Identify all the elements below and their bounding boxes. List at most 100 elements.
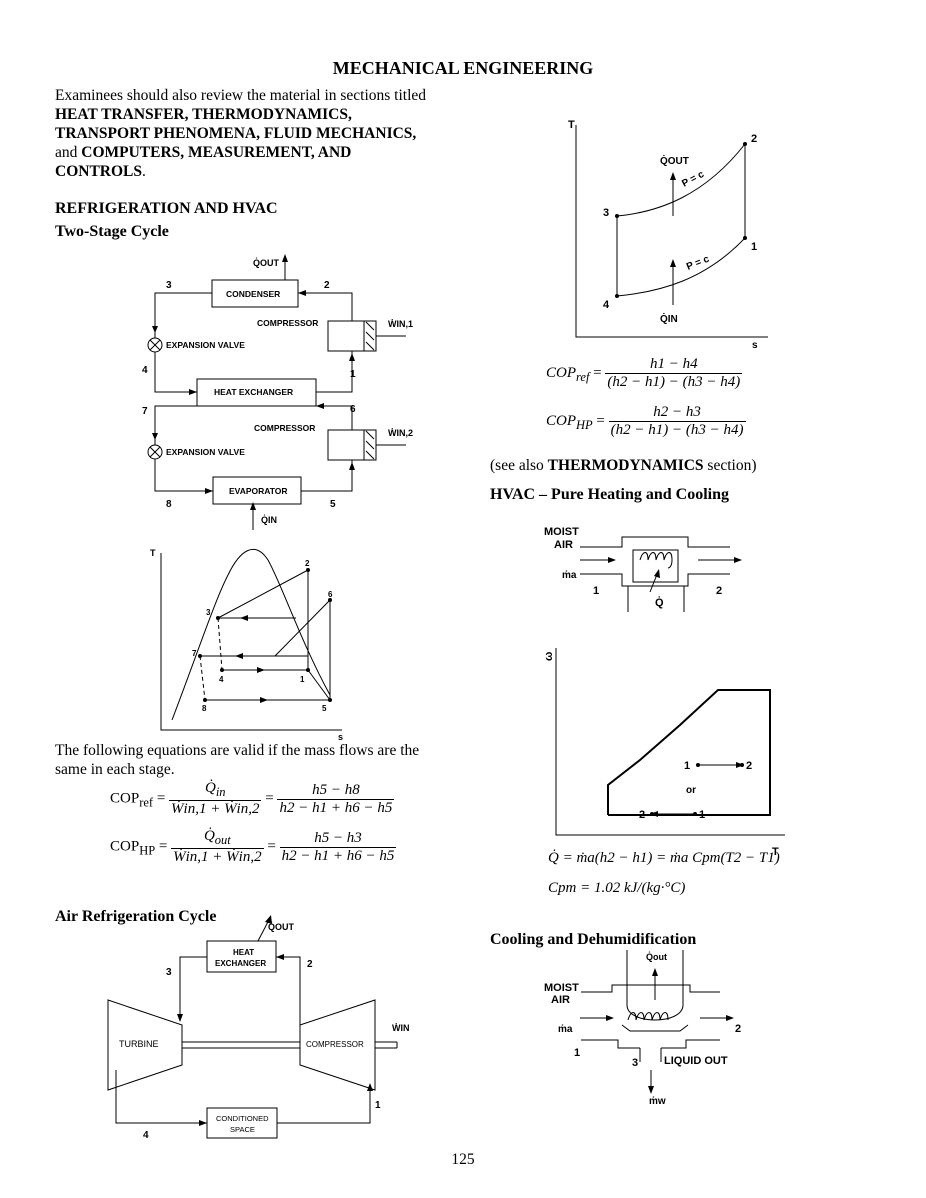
section-air-refrig: Air Refrigeration Cycle xyxy=(55,908,217,925)
cop-hp-label: COP xyxy=(110,838,140,855)
node-4-label: 4 xyxy=(142,365,148,376)
cop-hp-sub: HP xyxy=(139,843,156,858)
w-in-1-label: ẆIN,1 xyxy=(388,319,413,329)
node-5-label: 5 xyxy=(330,499,336,510)
expansion-valve-1-label: EXPANSION VALVE xyxy=(166,340,245,350)
air-hx-label-1: HEAT xyxy=(233,948,254,957)
hvac-moist-label: MOIST xyxy=(544,526,579,538)
cop-ref-right-den: (h2 − h1) − (h3 − h4) xyxy=(605,373,743,390)
intro-line-1: Examinees should also review the materia… xyxy=(55,87,427,104)
p-const-bottom xyxy=(616,237,746,297)
ts-right-q-out: Q̇OUT xyxy=(660,155,689,167)
air-hx-label-2: EXCHANGER xyxy=(215,959,266,968)
node-1-label: 1 xyxy=(350,369,356,380)
conditioned-label-1: CONDITIONED xyxy=(216,1114,269,1123)
heat-exchanger-label: HEAT EXCHANGER xyxy=(214,387,293,397)
ts-small-point-7: 7 xyxy=(192,649,197,658)
cop-ref-frac-1: Q̇in Ẇin,1 + Ẇin,2 xyxy=(169,780,262,818)
air-q-out-label: Q̇OUT xyxy=(268,922,295,932)
ts-small-point-8: 8 xyxy=(202,704,207,713)
dehum-q-out-label: Q̇out xyxy=(646,952,667,962)
turbine-shape xyxy=(107,999,183,1091)
cop-ref-q-in-sub: in xyxy=(215,785,226,799)
intro-line-4-bold: COMPUTERS, MEASUREMENT, AND xyxy=(81,144,352,161)
cop-hp-q-out: Q̇ xyxy=(203,828,215,844)
cop-ref-right-equation: COPref = h1 − h4 (h2 − h1) − (h3 − h4) xyxy=(546,356,743,390)
ts-right-q-in: Q̇IN xyxy=(660,313,678,325)
see-also-suffix: section) xyxy=(703,457,757,474)
ts-small-point-1: 1 xyxy=(300,675,305,684)
hvac-air-label: AIR xyxy=(554,539,573,551)
see-also-bold: THERMODYNAMICS xyxy=(547,457,704,474)
cop-hp-q-out-sub: out xyxy=(214,833,231,847)
compressor-air-label: COMPRESSOR xyxy=(306,1040,364,1049)
cop-ref-q-in: Q̇ xyxy=(204,780,216,796)
dehum-liquid-out-label: LIQUID OUT xyxy=(664,1055,728,1067)
cop-hp-frac-2: h5 − h3 h2 − h1 + h6 − h5 xyxy=(279,829,397,865)
see-also-note: (see also THERMODYNAMICS section) xyxy=(490,456,757,475)
psychro-region xyxy=(607,689,771,816)
air-w-in-label: ẆIN xyxy=(392,1023,410,1033)
cop-hp-rhs-den: h2 − h1 + h6 − h5 xyxy=(279,846,397,864)
hvac-cpm-equation: Cpm = 1.02 kJ/(kg·°C) xyxy=(548,880,686,896)
cop-ref-right-label: COP xyxy=(546,364,576,381)
ts-right-point-2: 2 xyxy=(751,133,757,145)
compressor-air-shape xyxy=(299,999,376,1091)
air-node-4: 4 xyxy=(143,1130,149,1141)
ts-right-s-axis: s xyxy=(752,340,758,351)
dehum-ma-label: ṁa xyxy=(558,1024,573,1035)
psychro-p1-bottom: 1 xyxy=(699,809,705,821)
cop-hp-right-sub: HP xyxy=(576,417,593,432)
cop-ref-w-den: Ẇin,1 + Ẇin,2 xyxy=(169,800,262,817)
cop-ref-label: COP xyxy=(110,790,140,807)
cop-ref-rhs-den: h2 − h1 + h6 − h5 xyxy=(277,798,395,816)
ts-right-point-3: 3 xyxy=(603,207,609,219)
expansion-valve-2-label: EXPANSION VALVE xyxy=(166,447,245,457)
compressor-1-label: COMPRESSOR xyxy=(257,318,318,328)
cop-hp-w-den: Ẇin,1 + Ẇin,2 xyxy=(171,848,264,865)
cop-hp-rhs-num: h5 − h3 xyxy=(314,829,362,846)
ts-right-point-4: 4 xyxy=(603,299,610,311)
ts-small-point-6: 6 xyxy=(328,590,333,599)
air-node-3: 3 xyxy=(166,967,172,978)
dehum-node-1: 1 xyxy=(574,1047,580,1059)
hvac-node-1: 1 xyxy=(593,585,599,597)
node-6-label: 6 xyxy=(350,404,356,415)
ts-right-t-axis: T xyxy=(568,119,575,131)
see-also-prefix: (see also xyxy=(490,457,548,474)
conditioned-label-2: SPACE xyxy=(230,1125,255,1134)
hvac-q-label: Q̇ xyxy=(655,596,664,609)
cop-hp-right-num: h2 − h3 xyxy=(653,404,701,420)
intro-line-3: TRANSPORT PHENOMENA, FLUID MECHANICS, xyxy=(55,125,417,142)
dehum-mw-label: ṁw xyxy=(649,1096,666,1107)
node-7-label: 7 xyxy=(142,406,148,417)
ts-small-point-2: 2 xyxy=(305,559,310,568)
intro-line-5-suffix: . xyxy=(142,163,146,180)
intro-line-2: HEAT TRANSFER, THERMODYNAMICS, xyxy=(55,106,352,123)
cop-hp-right-frac: h2 − h3 (h2 − h1) − (h3 − h4) xyxy=(608,404,746,439)
mass-flow-line-2: same in each stage. xyxy=(55,761,175,778)
cop-hp-right-label: COP xyxy=(546,412,576,429)
intro-paragraph: Examinees should also review the materia… xyxy=(55,86,455,181)
cop-ref-sub: ref xyxy=(139,795,154,810)
mass-flow-note: The following equations are valid if the… xyxy=(55,741,455,779)
ts-small-t-axis: T xyxy=(150,548,156,558)
p-const-top xyxy=(616,143,746,217)
cop-hp-right-den: (h2 − h1) − (h3 − h4) xyxy=(608,421,746,438)
ts-small-point-5: 5 xyxy=(322,704,327,713)
hvac-q-equation: Q̇ = ṁa(h2 − h1) = ṁa Cpm(T2 − T1) xyxy=(548,850,780,866)
compressor-2-label: COMPRESSOR xyxy=(254,423,315,433)
section-hvac: HVAC – Pure Heating and Cooling xyxy=(490,486,729,503)
intro-line-5: CONTROLS. xyxy=(55,162,455,181)
intro-line-4-prefix: and xyxy=(55,144,82,161)
q-in-label: Q̇IN xyxy=(261,515,277,525)
psychro-or: or xyxy=(686,785,696,796)
air-node-1: 1 xyxy=(375,1100,381,1111)
hvac-node-2: 2 xyxy=(716,585,722,597)
